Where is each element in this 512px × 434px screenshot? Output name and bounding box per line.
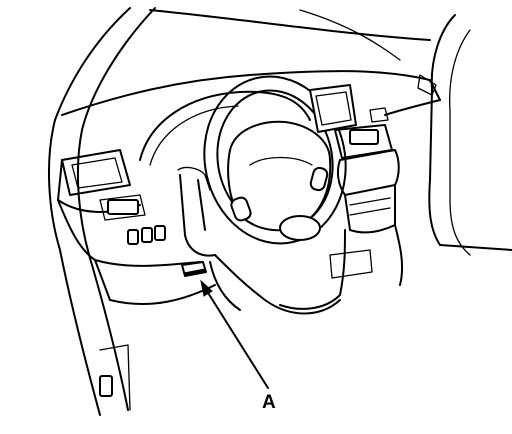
dashboard-top [61,70,441,116]
right-pillar [428,14,512,256]
callout-label-a: A [262,392,276,413]
steering-wheel [203,75,347,245]
center-stack [279,84,404,310]
callout-arrow [200,279,269,389]
left-vent [57,149,146,221]
left-switch-bank [127,225,166,245]
lower-dash-center [209,254,341,315]
windshield-edge [149,9,431,61]
left-a-pillar [47,7,156,416]
connector-a [181,261,207,277]
instrument-cluster [139,90,311,166]
steering-column [177,166,216,257]
